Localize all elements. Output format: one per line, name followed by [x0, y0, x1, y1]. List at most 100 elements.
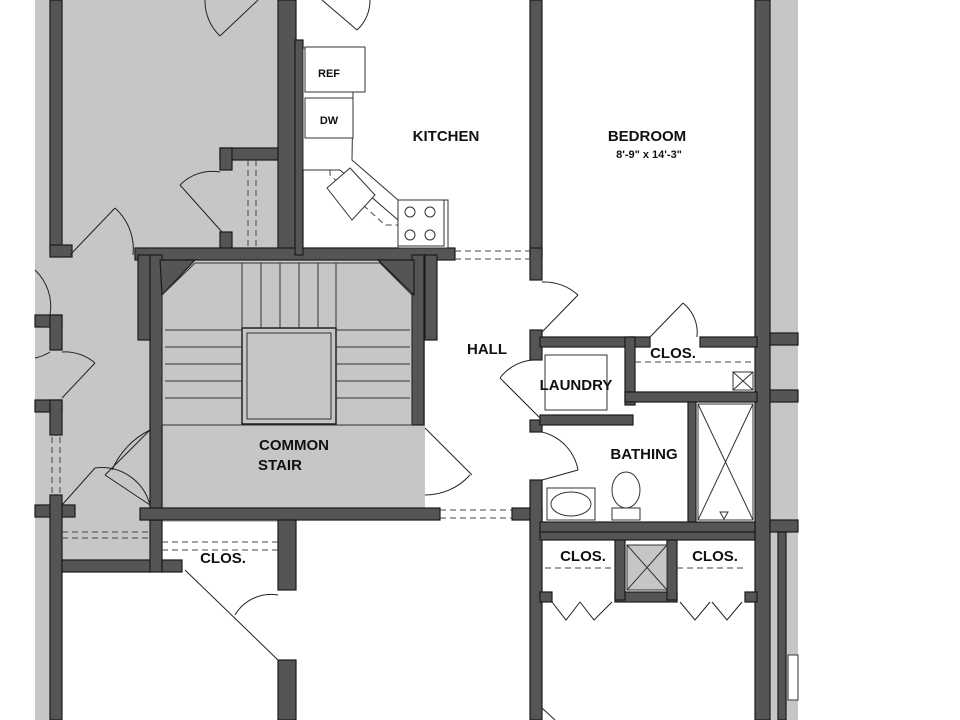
wall — [161, 559, 183, 573]
wall — [529, 419, 543, 433]
label-common-stair: COMMON — [259, 437, 329, 454]
room-labels: KITCHEN BEDROOM 8'-9" x 14'-3" REF DW HA… — [200, 68, 738, 567]
door-swing — [94, 467, 151, 506]
stair-braces — [159, 259, 415, 297]
wall — [769, 332, 799, 346]
bifold-door — [579, 601, 613, 621]
wall — [666, 539, 678, 601]
door-swing — [541, 281, 579, 296]
door-leaf — [179, 184, 223, 233]
stair-brace-left — [159, 259, 197, 297]
range — [397, 199, 445, 247]
door-swing — [179, 170, 221, 186]
door-swing — [234, 593, 279, 616]
bifold-door — [679, 601, 711, 621]
edge-fixture — [787, 654, 799, 701]
label-bedroom-dimensions: 8'-9" x 14'-3" — [616, 149, 682, 161]
wall — [777, 531, 787, 720]
door-leaf — [649, 302, 684, 338]
door-swing — [34, 269, 52, 316]
unit-floor-top — [295, 0, 757, 255]
wall — [687, 401, 697, 523]
toilet-tank — [611, 507, 641, 521]
mechanical-box-x — [626, 544, 668, 591]
stair-outline — [161, 262, 413, 426]
wall — [754, 0, 771, 720]
wall — [624, 391, 758, 403]
wall — [744, 591, 758, 603]
wall — [769, 389, 799, 403]
label-closet: CLOS. — [200, 550, 246, 567]
wall — [539, 521, 756, 533]
refrigerator — [304, 46, 366, 93]
stair-brace-right — [376, 259, 415, 297]
door-leaf — [69, 207, 116, 256]
doors — [34, 0, 743, 720]
label-ref: REF — [318, 68, 340, 80]
door-leaf — [104, 474, 151, 506]
label-closet: CLOS. — [560, 548, 606, 565]
wall — [277, 659, 297, 720]
door-swing — [114, 207, 134, 256]
label-closet: CLOS. — [650, 345, 696, 362]
bifold-door — [551, 601, 581, 621]
bifold-door — [711, 601, 743, 621]
wall — [137, 254, 151, 341]
wall — [219, 147, 233, 171]
door-leaf — [541, 707, 556, 720]
common-stair — [161, 262, 413, 426]
wall — [49, 399, 63, 436]
door-leaf — [104, 429, 151, 476]
wall — [699, 336, 758, 348]
door-leaf — [61, 362, 96, 399]
wall — [769, 519, 799, 533]
wall — [529, 247, 543, 281]
label-dw: DW — [320, 115, 339, 127]
wall — [49, 494, 63, 720]
utility-box-x — [732, 371, 754, 391]
wall — [149, 519, 163, 573]
burner — [404, 229, 416, 241]
shower-x — [697, 403, 754, 521]
wall — [149, 254, 163, 521]
door-leaf — [61, 467, 96, 506]
burner — [424, 206, 436, 218]
wall — [614, 539, 626, 601]
wall — [424, 254, 438, 341]
left-margin-floor — [0, 0, 35, 720]
wall — [539, 414, 634, 426]
label-hall: HALL — [467, 341, 507, 358]
burner — [404, 206, 416, 218]
burner — [424, 229, 436, 241]
unit-floor-bottom — [295, 520, 757, 720]
door-swing — [541, 431, 579, 471]
door-leaf — [424, 427, 473, 476]
wall — [49, 0, 63, 251]
door-leaf — [499, 377, 541, 419]
door-swing — [204, 0, 221, 37]
toilet-bowl — [611, 471, 641, 509]
wall — [529, 0, 543, 259]
label-common-stair: STAIR — [258, 457, 302, 474]
wall — [139, 507, 441, 521]
door-leaf — [321, 0, 358, 31]
wall — [49, 314, 63, 351]
label-laundry: LAUNDRY — [540, 377, 613, 394]
label-kitchen: KITCHEN — [413, 128, 480, 145]
door-swing — [499, 359, 541, 379]
wall — [539, 591, 553, 603]
washer-dryer — [544, 354, 608, 411]
wall — [277, 519, 297, 591]
wall — [539, 531, 756, 541]
dishwasher — [304, 97, 354, 139]
stair-well — [246, 332, 332, 420]
floor-fills — [0, 0, 798, 720]
wall — [294, 39, 304, 256]
door-swing — [356, 0, 371, 31]
label-closet: CLOS. — [692, 548, 738, 565]
door-swing — [424, 474, 471, 496]
sink-basin — [550, 491, 592, 517]
door-swing — [682, 302, 698, 338]
lower-left-room-floor — [62, 572, 280, 720]
